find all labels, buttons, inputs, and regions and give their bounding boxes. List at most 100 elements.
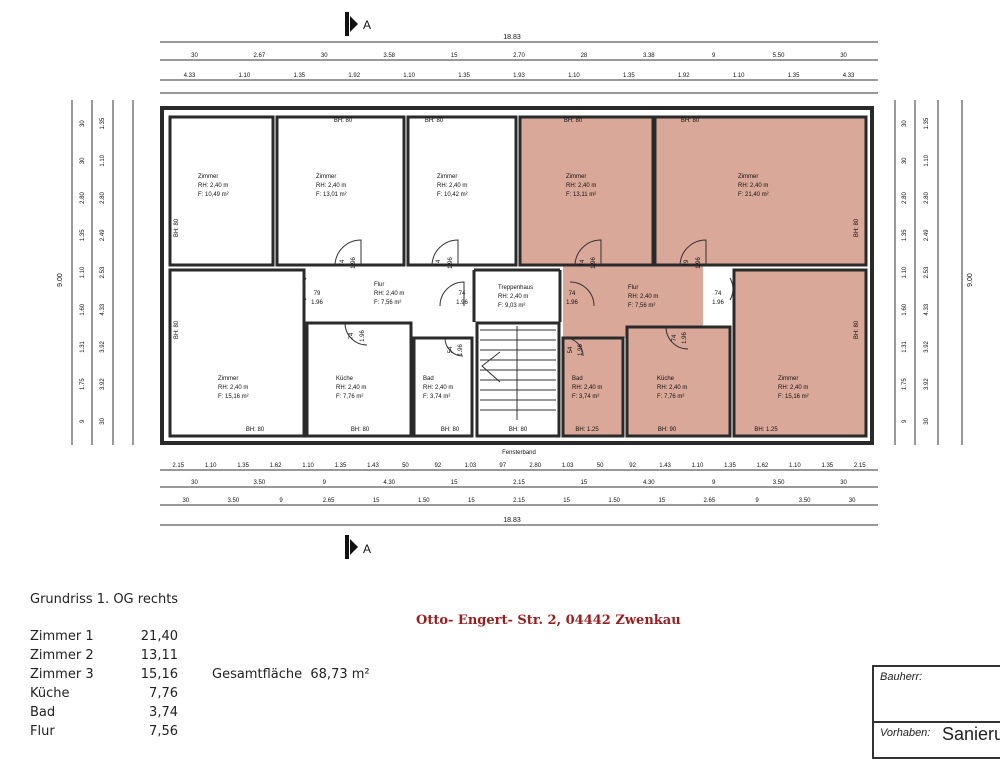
svg-text:A: A: [363, 18, 371, 32]
dimension-label: 1.92: [678, 73, 690, 79]
door-dimension: 1.96: [448, 257, 454, 269]
dimension-lines-side: [71, 100, 963, 445]
window-label: BH: 80: [509, 427, 528, 433]
room-name: Zimmer: [218, 376, 238, 382]
door-dimension: 1.96: [696, 257, 702, 269]
dimension-label: 1.50: [418, 498, 430, 504]
room-height: RH: 2,40 m: [437, 183, 467, 189]
door-dimension: 74: [715, 291, 722, 297]
dimension-label: 1.35: [788, 73, 800, 79]
room-area: F: 13,01 m²: [316, 192, 347, 198]
dimension-label: 1.10: [403, 73, 415, 79]
room-name: Zimmer: [316, 174, 336, 180]
dimension-label: 30: [840, 480, 847, 486]
room-height: RH: 2,40 m: [628, 294, 658, 300]
dimension-label: 30: [191, 480, 198, 486]
window-label: BH: 80: [351, 427, 370, 433]
window-label: BH: 80: [441, 427, 460, 433]
room-area: F: 13,11 m²: [566, 192, 596, 198]
staircase: [480, 326, 556, 420]
door-dimension: 54: [448, 346, 454, 353]
area-value: 7,56: [149, 724, 178, 739]
dimension-label: 1.31: [902, 340, 908, 352]
dimension-label: 1.10: [789, 463, 801, 469]
dimension-label: 30: [840, 53, 847, 59]
dimension-label: 3.50: [228, 498, 240, 504]
dimension-label: 4.33: [100, 303, 106, 315]
walls: [160, 106, 874, 445]
dimension-label: 1.10: [568, 73, 580, 79]
room-height: RH: 2,40 m: [498, 294, 528, 300]
dimension-label: 1.10: [302, 463, 314, 469]
room-height: RH: 2,40 m: [198, 183, 228, 189]
dimension-label: 3.92: [924, 340, 930, 352]
dimension-label: 15: [451, 53, 458, 59]
room-area: F: 3,74 m²: [572, 394, 599, 400]
door-dimension: 1.96: [458, 344, 464, 356]
dimension-label: 2.15: [172, 463, 184, 469]
door-dimension: 74: [340, 259, 346, 266]
dimension-label: 92: [435, 463, 442, 469]
dimension-label: 1.75: [902, 378, 908, 390]
door-dimension: 1.96: [360, 330, 366, 342]
dimension-label: 5.50: [773, 53, 785, 59]
room-area: F: 7,76 m²: [657, 394, 684, 400]
dimension-label: 3.50: [773, 480, 785, 486]
door-dimension: 1.96: [578, 344, 584, 356]
dimension-label: 30: [80, 120, 86, 127]
dimension-label: 1.10: [902, 266, 908, 278]
dimension-label: 9: [279, 498, 283, 504]
dimension-label: 30: [182, 498, 189, 504]
room-area: F: 7,56 m²: [628, 303, 655, 309]
dimension-label: 3.38: [643, 53, 655, 59]
area-label: Küche: [30, 686, 70, 701]
room-area: F: 15,16 m²: [778, 394, 809, 400]
highlighted-apartment: [520, 117, 866, 436]
room-height: RH: 2,40 m: [778, 385, 808, 391]
window-label: BH: 80: [174, 218, 180, 237]
dimension-label: 4.33: [184, 73, 196, 79]
dimension-label: 1.35: [924, 117, 930, 129]
door-dimension: 79: [684, 259, 690, 266]
dimension-label: 2.49: [924, 229, 930, 241]
section-marker-bottom: A: [345, 535, 371, 559]
room-name: Zimmer: [738, 174, 758, 180]
room-height: RH: 2,40 m: [374, 291, 404, 297]
door-dimension: 74: [349, 332, 355, 339]
dimension-label: 1.43: [367, 463, 379, 469]
room-area: F: 10,49 m²: [198, 192, 229, 198]
dimension-label: 1.10: [205, 463, 217, 469]
dimension-label: 9: [712, 53, 716, 59]
dimension-label: 92: [629, 463, 636, 469]
room-name: Flur: [628, 285, 638, 291]
fensterband-label: Fensterband: [502, 450, 536, 456]
dimension-label: 1.35: [100, 117, 106, 129]
door-dimension: 1.96: [591, 257, 597, 269]
dimension-label: 15: [373, 498, 380, 504]
door-dimension: 74: [580, 259, 586, 266]
area-value: 3,74: [149, 705, 178, 720]
section-marker-top: A: [345, 12, 371, 36]
room-height: RH: 2,40 m: [423, 385, 453, 391]
dimension-label: 2.53: [100, 266, 106, 278]
door-dimension: 74: [436, 259, 442, 266]
room-name: Zimmer: [778, 376, 798, 382]
dimension-label: 1.10: [733, 73, 745, 79]
dimension-lines-bottom: [160, 469, 878, 526]
dimension-label: 2.15: [513, 498, 525, 504]
door-dimension: 1.96: [456, 300, 468, 306]
dimension-label: 1.10: [924, 154, 930, 166]
dimension-label: 9: [755, 498, 759, 504]
door-labels: 74 1.96 74 1.96 74 1.96 79 1.96 79 1.96 74 1.96 74 1.…: [311, 257, 724, 356]
room-name: Bad: [572, 376, 583, 382]
room-area: F: 21,40 m²: [738, 192, 769, 198]
room-height: RH: 2,40 m: [336, 385, 366, 391]
room-area: F: 10,42 m²: [437, 192, 468, 198]
dimension-label: 3.58: [383, 53, 395, 59]
door-swings: [302, 239, 734, 357]
door-dimension: 79: [314, 291, 321, 297]
